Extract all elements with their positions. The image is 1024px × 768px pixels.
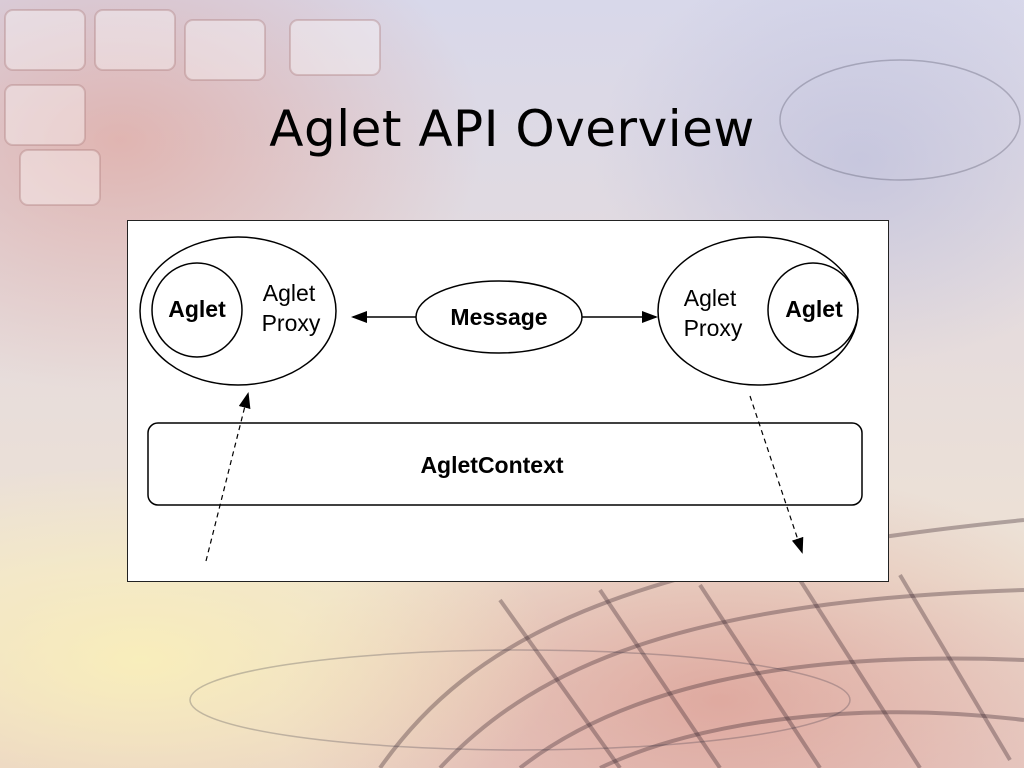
right-proxy-label-line1: Aglet bbox=[684, 285, 737, 311]
right-aglet-label: Aglet bbox=[785, 296, 843, 322]
right-aglet-ellipse bbox=[767, 262, 859, 358]
left-proxy-label-line2: Proxy bbox=[262, 310, 321, 336]
aglet-context-group: AgletContext bbox=[147, 422, 863, 506]
slide-title: Aglet API Overview bbox=[269, 100, 755, 158]
swirl-decoration bbox=[189, 59, 1021, 751]
left-proxy-label-line1: Aglet bbox=[263, 280, 316, 306]
left-host-ellipse bbox=[139, 236, 337, 386]
right-host-group: Aglet Proxy Aglet bbox=[657, 236, 859, 386]
aglet-context-box bbox=[147, 422, 863, 506]
left-aglet-ellipse bbox=[151, 262, 243, 358]
keyboard-keys-decoration bbox=[4, 9, 381, 206]
diagram-panel: Aglet Aglet Proxy Message Aglet Proxy Ag… bbox=[127, 220, 889, 582]
aglet-api-diagram: Aglet Aglet Proxy Message Aglet Proxy Ag… bbox=[139, 236, 863, 562]
message-label: Message bbox=[450, 304, 547, 330]
outgoing-dashed-arrow bbox=[749, 395, 804, 554]
incoming-dashed-arrow bbox=[205, 392, 251, 562]
right-proxy-label-line2: Proxy bbox=[684, 315, 743, 341]
aglet-context-label: AgletContext bbox=[420, 452, 563, 478]
left-aglet-label: Aglet bbox=[168, 296, 226, 322]
left-host-group: Aglet Aglet Proxy bbox=[139, 236, 337, 386]
message-group: Message bbox=[415, 280, 583, 354]
